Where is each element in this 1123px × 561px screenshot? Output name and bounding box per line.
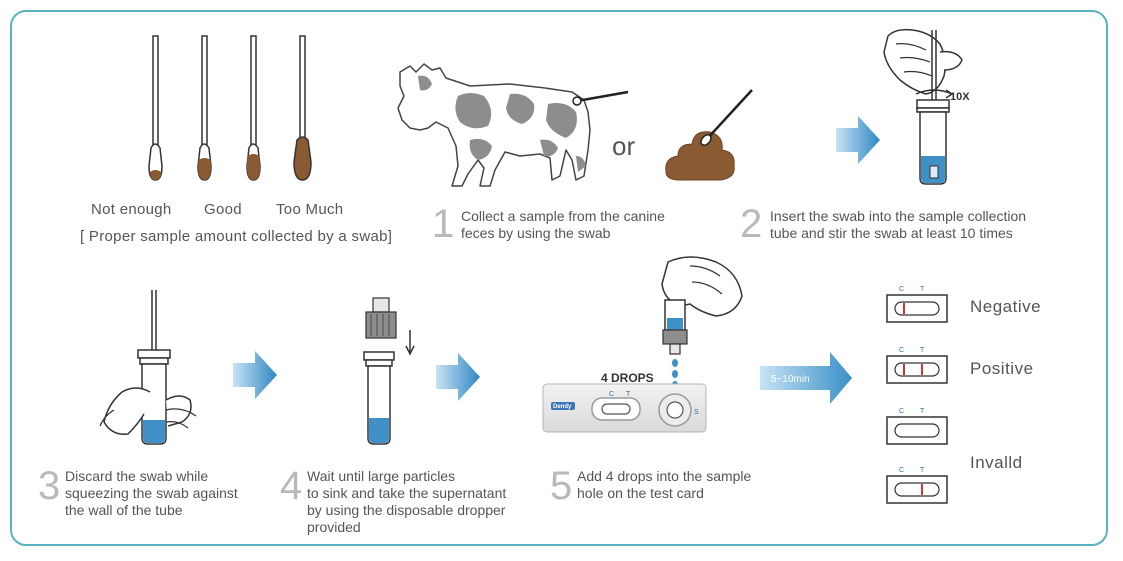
t-label: T	[920, 467, 925, 474]
sample-tube-icon	[363, 351, 395, 445]
c-label: C	[609, 391, 614, 398]
dropper-hand-icon	[661, 256, 743, 355]
step-3-line-3: the wall of the tube	[65, 502, 183, 518]
step-4-line-3: by using the disposable dropper	[307, 502, 506, 518]
swab-too-much-icon	[246, 35, 261, 181]
cow-icon	[397, 63, 629, 187]
swab-good-icon	[197, 35, 212, 181]
down-arrow-icon	[405, 330, 415, 356]
arrow-right-icon	[233, 351, 277, 399]
t-label: T	[920, 286, 925, 293]
arrow-right-icon	[436, 353, 480, 401]
step-3-line-1: Discard the swab while	[65, 468, 209, 484]
step-4-line-1: Wait until large particles	[307, 468, 456, 484]
step-3-line-2: squeezing the swab against	[65, 485, 238, 501]
c-label: C	[899, 286, 904, 293]
result-cassette-negative	[886, 294, 948, 323]
step-number: 2	[740, 202, 763, 246]
result-negative-label: Negative	[970, 297, 1042, 316]
time-label: 5~10min	[771, 374, 810, 385]
step-1-line-1: Collect a sample from the canine	[461, 208, 665, 224]
swab-not-enough-icon	[148, 35, 163, 181]
step-2-line-2: tube and stir the swab at least 10 times	[770, 225, 1013, 241]
step-4-line-2: to sink and take the supernatant	[307, 485, 507, 501]
diagram-frame	[10, 10, 1108, 546]
step-number: 5	[550, 464, 573, 508]
step-2-line-1: Insert the swab into the sample collecti…	[770, 208, 1027, 224]
swab-too-much-saturated-icon	[293, 35, 312, 181]
step-number: 1	[432, 202, 455, 246]
swab-caption: [ Proper sample amount collected by a sw…	[80, 228, 393, 245]
t-label: T	[626, 391, 631, 398]
stir-count-label: 10X	[950, 91, 970, 103]
t-label: T	[920, 347, 925, 354]
result-cassette-invalid-none	[886, 416, 948, 445]
swab-label-too-much: Too Much	[276, 201, 344, 218]
t-label: T	[920, 408, 925, 415]
result-cassette-invalid-t-only	[886, 475, 948, 504]
arrow-right-icon	[836, 116, 880, 164]
step-5-line-2: hole on the test card	[577, 485, 704, 501]
result-positive-label: Positive	[970, 359, 1034, 378]
dropper-cap-icon	[365, 297, 397, 339]
c-label: C	[899, 467, 904, 474]
step-number: 3	[38, 464, 61, 508]
c-label: C	[899, 347, 904, 354]
feces-sample-icon	[665, 89, 753, 181]
step-4-line-4: provided	[307, 519, 361, 535]
test-card-icon	[542, 383, 707, 433]
step-1-line-2: feces by using the swab	[461, 225, 611, 241]
drops-label: 4 DROPS	[601, 371, 654, 385]
stir-swab-tube-icon	[883, 28, 963, 185]
step-5-line-1: Add 4 drops into the sample	[577, 468, 752, 484]
or-label: or	[612, 131, 635, 161]
time-arrow-icon	[760, 352, 852, 404]
card-brand-label: Dendy	[553, 404, 572, 410]
c-label: C	[899, 408, 904, 415]
result-invalid-label: Invalld	[970, 453, 1023, 472]
step-number: 4	[280, 464, 303, 508]
squeeze-tube-icon	[99, 290, 197, 445]
swab-label-not-enough: Not enough	[91, 201, 172, 218]
s-label: S	[694, 409, 699, 416]
cassette-letters: C T C T C T C T C T S	[609, 286, 925, 474]
swab-label-good: Good	[204, 201, 242, 218]
result-cassette-positive	[886, 355, 948, 384]
